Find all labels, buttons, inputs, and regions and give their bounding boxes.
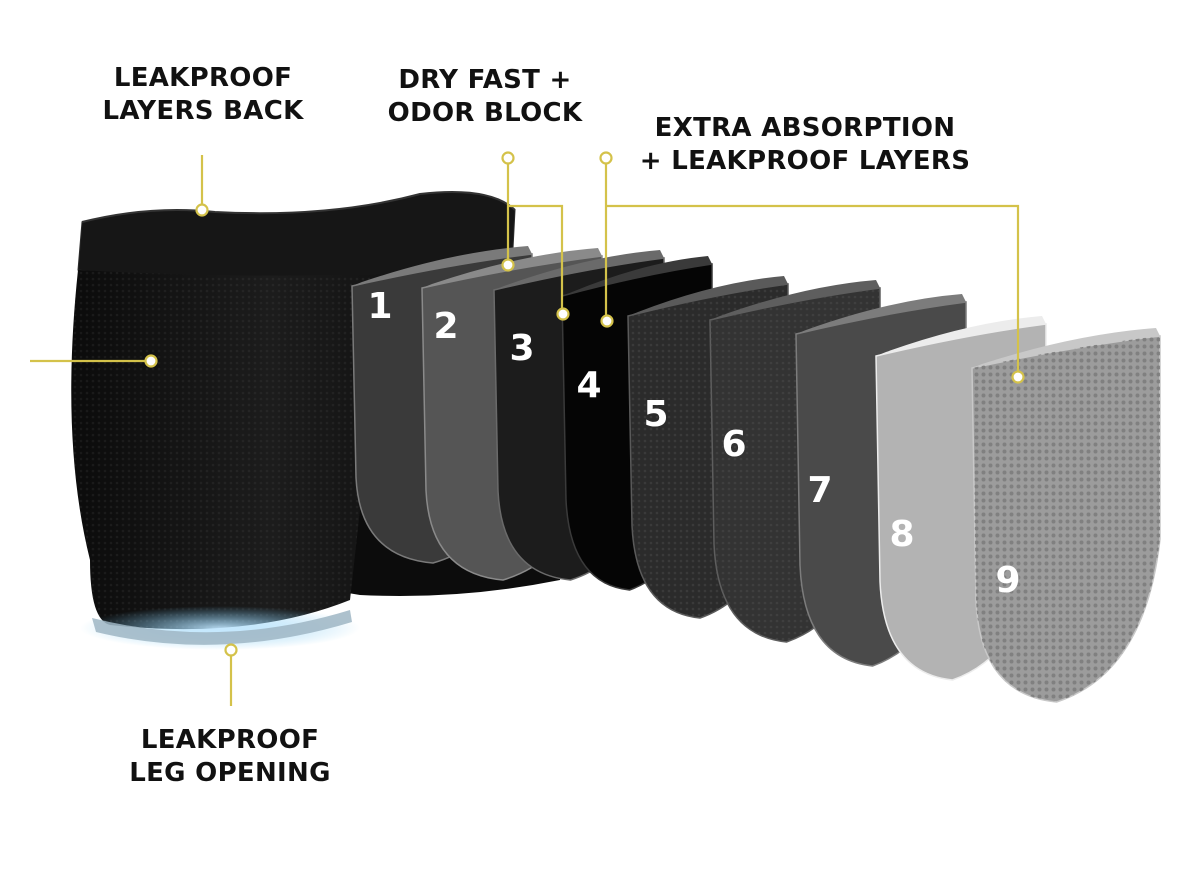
callout-dry-line2: ODOR BLOCK — [387, 98, 583, 129]
callout-dot-leg — [224, 643, 238, 657]
callout-dot-back — [195, 203, 209, 217]
fabric-layer-3-number: 3 — [509, 328, 534, 369]
fabric-layer-9-texture — [972, 336, 1160, 702]
waistband-top-edge — [81, 191, 516, 223]
fabric-layer-8-number: 8 — [889, 514, 914, 555]
callout-line-dry — [506, 158, 564, 313]
callout-dot-extra-layer9 — [1011, 370, 1025, 384]
fabric-layer-1-number: 1 — [367, 286, 392, 327]
callout-dot-extra-layer4 — [600, 314, 614, 328]
boxer-brief — [71, 191, 560, 650]
callout-dot-side — [144, 354, 158, 368]
callout-dry-line1: DRY FAST + — [398, 65, 572, 95]
callout-leakproof-layers-back: LEAKPROOF LAYERS BACK — [88, 62, 318, 129]
callout-dry-fast-odor-block: DRY FAST + ODOR BLOCK — [372, 64, 598, 131]
fabric-layer-2-number: 2 — [433, 306, 458, 347]
callout-back-line2: LAYERS BACK — [102, 96, 304, 127]
callout-dot-dry-top — [501, 151, 515, 165]
fabric-layer-4-number: 4 — [576, 365, 601, 406]
callout-dot-dry-layer — [501, 258, 515, 272]
callout-lines — [30, 155, 1020, 706]
fabric-layer-6-number: 6 — [721, 424, 746, 465]
fabric-layer-9-number: 9 — [995, 560, 1020, 601]
garment-texture — [71, 268, 512, 630]
callout-back-line1: LEAKPROOF — [113, 63, 293, 93]
callout-leg-line1: LEAKPROOF — [140, 725, 320, 755]
callout-dots — [144, 151, 1025, 657]
callout-dot-extra-top — [599, 151, 613, 165]
fabric-layer-5-number: 5 — [643, 394, 668, 435]
callout-extra-line1: EXTRA ABSORPTION — [654, 113, 956, 143]
callout-leakproof-leg-opening: LEAKPROOF LEG OPENING — [110, 724, 350, 791]
callout-extra-line2: + LEAKPROOF LAYERS — [639, 146, 971, 177]
callout-dot-dry-layer3 — [556, 307, 570, 321]
callout-leg-line2: LEG OPENING — [129, 758, 331, 789]
leg-opening-band — [92, 610, 352, 645]
callout-extra-absorption: EXTRA ABSORPTION + LEAKPROOF LAYERS — [620, 112, 990, 179]
fabric-layer-9: 9 — [971, 328, 1161, 703]
callout-line-extra — [604, 158, 1020, 376]
fabric-layer-7-number: 7 — [807, 470, 832, 511]
